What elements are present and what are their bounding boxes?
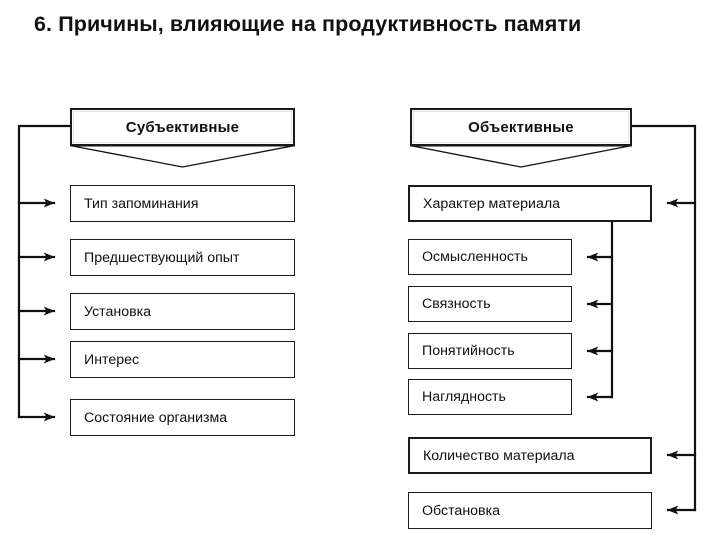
node-subjective-item-4[interactable]: Состояние организма	[70, 399, 295, 436]
node-objective-subitem-1-label: Связность	[422, 296, 491, 312]
node-objective-subitem-0-label: Осмысленность	[422, 249, 528, 265]
chevron-objective	[409, 143, 633, 168]
node-objective-item-2-label: Обстановка	[422, 502, 500, 519]
node-objective-subitem-2-label: Понятийность	[422, 343, 515, 359]
header-subjective[interactable]: Субъективные	[70, 108, 295, 146]
node-subjective-item-2-label: Установка	[84, 303, 152, 320]
node-subjective-item-0-label: Тип запоминания	[84, 195, 199, 212]
header-subjective-label: Субъективные	[125, 118, 240, 136]
connector-subjective-bus	[17, 124, 72, 422]
node-objective-subitem-1[interactable]: Связность	[408, 286, 572, 322]
node-objective-item-0-label: Характер материала	[423, 195, 560, 212]
node-objective-subitem-2[interactable]: Понятийность	[408, 333, 572, 369]
node-subjective-item-1-label: Предшествующий опыт	[84, 249, 240, 266]
node-objective-item-0[interactable]: Характер материала	[408, 185, 652, 222]
node-objective-item-1-label: Количество материала	[423, 447, 575, 464]
node-objective-item-1[interactable]: Количество материала	[408, 437, 652, 474]
node-subjective-item-3-label: Интерес	[84, 351, 140, 368]
page-title: 6. Причины, влияющие на продуктивность п…	[34, 12, 582, 36]
connector-objective-bus	[630, 124, 697, 515]
header-objective[interactable]: Объективные	[410, 108, 632, 146]
node-subjective-item-3[interactable]: Интерес	[70, 341, 295, 378]
node-objective-subitem-3[interactable]: Наглядность	[408, 379, 572, 415]
node-objective-subitem-0[interactable]: Осмысленность	[408, 239, 572, 275]
node-objective-subitem-3-label: Наглядность	[422, 389, 506, 405]
node-subjective-item-4-label: Состояние организма	[84, 409, 228, 426]
connector-material-subbus	[586, 220, 614, 402]
node-subjective-item-1[interactable]: Предшествующий опыт	[70, 239, 295, 276]
node-subjective-item-2[interactable]: Установка	[70, 293, 295, 330]
chevron-subjective	[69, 143, 296, 168]
node-subjective-item-0[interactable]: Тип запоминания	[70, 185, 295, 222]
header-objective-label: Объективные	[468, 118, 574, 136]
node-objective-item-2[interactable]: Обстановка	[408, 492, 652, 529]
